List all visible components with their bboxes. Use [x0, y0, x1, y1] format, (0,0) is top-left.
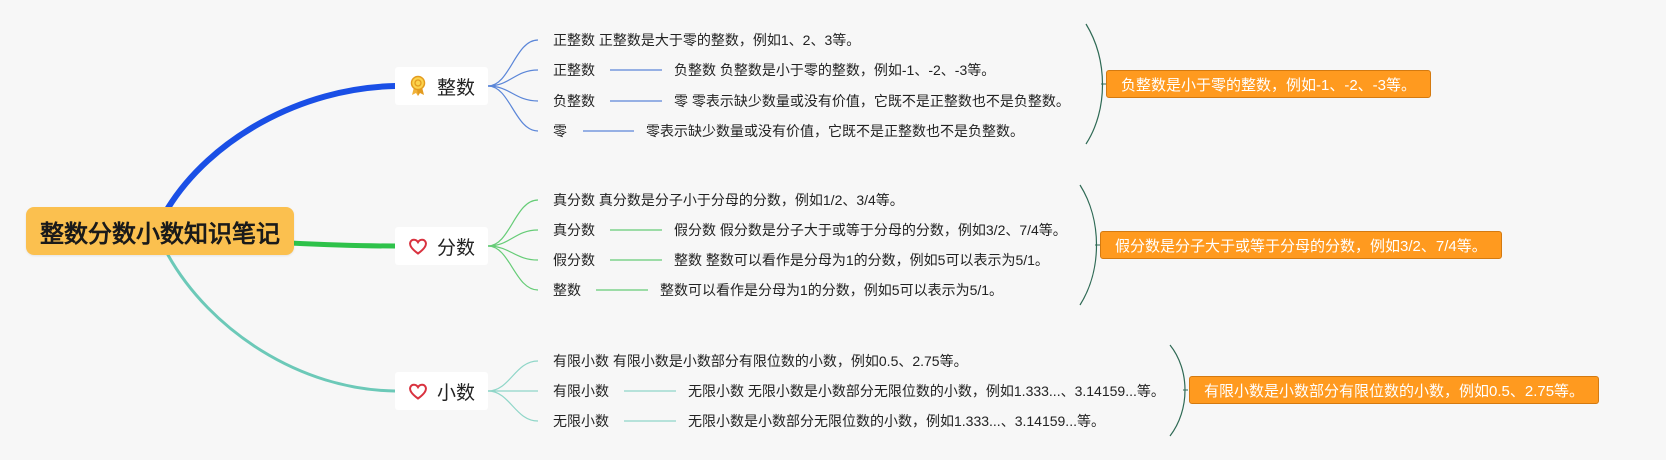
leaf-integer-4[interactable]: 零 [553, 123, 567, 139]
leaf-fraction-2-detail[interactable]: 假分数 假分数是分子大于或等于分母的分数，例如3/2、7/4等。 [674, 222, 1067, 238]
leaf-fraction-1[interactable]: 真分数 真分数是分子小于分母的分数，例如1/2、3/4等。 [553, 192, 904, 208]
integer-leaf-connectors [487, 39, 662, 132]
summary-brace-integer [1085, 23, 1104, 145]
root-topic[interactable]: 整数分数小数知识笔记 [26, 207, 294, 255]
leaf-integer-2[interactable]: 正整数 [553, 62, 595, 78]
leaf-integer-2-detail[interactable]: 负整数 负整数是小于零的整数，例如-1、-2、-3等。 [674, 62, 996, 78]
leaf-integer-3[interactable]: 负整数 [553, 93, 595, 109]
root-topic-label: 整数分数小数知识笔记 [40, 220, 280, 248]
summary-fraction[interactable]: 假分数是分子大于或等于分母的分数，例如3/2、7/4等。 [1100, 231, 1502, 259]
summary-decimal-text: 有限小数是小数部分有限位数的小数，例如0.5、2.75等。 [1204, 382, 1585, 400]
summary-integer-text: 负整数是小于零的整数，例如-1、-2、-3等。 [1121, 76, 1417, 94]
leaf-integer-1[interactable]: 正整数 正整数是大于零的整数，例如1、2、3等。 [553, 32, 861, 48]
leaf-integer-4-detail[interactable]: 零表示缺少数量或没有价值，它既不是正整数也不是负整数。 [646, 123, 1024, 139]
branch-decimal[interactable]: 小数 [395, 372, 488, 410]
decimal-leaf-connectors [487, 360, 676, 422]
leaf-decimal-1[interactable]: 有限小数 有限小数是小数部分有限位数的小数，例如0.5、2.75等。 [553, 353, 968, 369]
summary-brace-decimal [1169, 344, 1186, 437]
leaf-integer-3-detail[interactable]: 零 零表示缺少数量或没有价值，它既不是正整数也不是负整数。 [674, 93, 1070, 109]
branch-integer[interactable]: 整数 [395, 67, 488, 105]
leaf-decimal-2[interactable]: 有限小数 [553, 383, 609, 399]
branch-integer-label: 整数 [437, 77, 476, 99]
branch-decimal-label: 小数 [437, 382, 476, 404]
branch-fraction-label: 分数 [437, 237, 476, 259]
connector-root-decimal [166, 253, 397, 393]
leaf-fraction-3-detail[interactable]: 整数 整数可以看作是分母为1的分数，例如5可以表示为5/1。 [674, 252, 1049, 268]
leaf-decimal-3-detail[interactable]: 无限小数是小数部分无限位数的小数，例如1.333...、3.14159...等。 [688, 413, 1105, 429]
summary-brace-fraction [1079, 184, 1098, 306]
award-ribbon-icon [407, 75, 429, 97]
leaf-fraction-4[interactable]: 整数 [553, 282, 581, 298]
leaf-decimal-2-detail[interactable]: 无限小数 无限小数是小数部分无限位数的小数，例如1.333...、3.14159… [688, 383, 1165, 399]
summary-decimal[interactable]: 有限小数是小数部分有限位数的小数，例如0.5、2.75等。 [1189, 376, 1600, 404]
leaf-fraction-2[interactable]: 真分数 [553, 222, 595, 238]
heart-icon [407, 380, 429, 402]
summary-integer[interactable]: 负整数是小于零的整数，例如-1、-2、-3等。 [1106, 70, 1432, 98]
fraction-leaf-connectors [487, 199, 662, 291]
heart-icon [407, 235, 429, 257]
summary-fraction-text: 假分数是分子大于或等于分母的分数，例如3/2、7/4等。 [1115, 237, 1487, 255]
leaf-fraction-4-detail[interactable]: 整数可以看作是分母为1的分数，例如5可以表示为5/1。 [660, 282, 1004, 298]
connector-root-fraction [287, 240, 398, 249]
leaf-fraction-3[interactable]: 假分数 [553, 252, 595, 268]
connector-root-integer [165, 83, 398, 211]
leaf-decimal-3[interactable]: 无限小数 [553, 413, 609, 429]
branch-fraction[interactable]: 分数 [395, 227, 488, 265]
